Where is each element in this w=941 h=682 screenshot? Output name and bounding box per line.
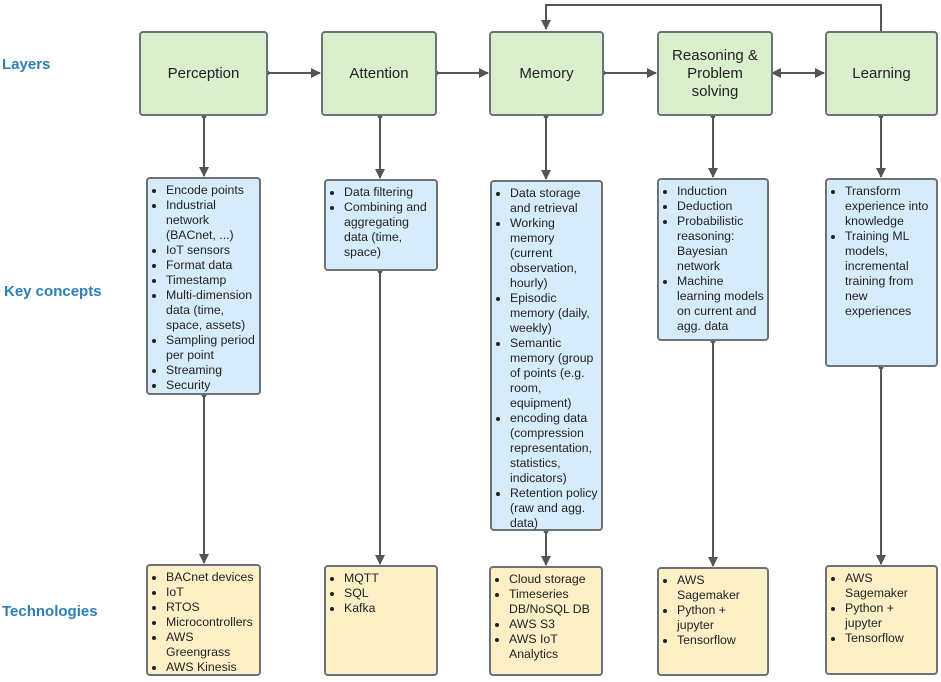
tech-reasoning: AWS Sagemaker Python + jupyter Tensorflo… <box>657 567 769 676</box>
concept-item: Encode points <box>166 183 257 198</box>
tech-item: AWS IoT Analytics <box>509 632 599 662</box>
concept-item: Timestamp <box>166 273 257 288</box>
row-label-layers: Layers <box>2 56 51 73</box>
tech-item: Tensorflow <box>845 631 934 646</box>
tech-memory: Cloud storage Timeseries DB/NoSQL DB AWS… <box>489 566 603 676</box>
tech-item: Tensorflow <box>677 633 765 648</box>
layer-perception-label: Perception <box>167 64 240 82</box>
concept-item: Industrial network (BACnet, ...) <box>166 198 257 243</box>
tech-item: Kafka <box>344 601 434 616</box>
concept-item: Semantic memory (group of points (e.g. r… <box>510 336 599 411</box>
tech-item: IoT <box>166 585 257 600</box>
tech-item: AWS S3 <box>509 617 599 632</box>
arrow-learning-memory-feedback <box>541 4 882 31</box>
layer-learning: Learning <box>825 31 938 116</box>
tech-item: Timeseries DB/NoSQL DB <box>509 587 599 617</box>
tech-item: BACnet devices <box>166 570 257 585</box>
concepts-attention: Data filtering Combining and aggregating… <box>324 179 438 271</box>
concept-item: encoding data (compression representatio… <box>510 411 599 486</box>
layer-perception: Perception <box>139 31 268 116</box>
concepts-perception: Encode points Industrial network (BACnet… <box>146 177 261 395</box>
concept-item: Transform experience into knowledge <box>845 184 934 229</box>
layer-attention: Attention <box>321 31 437 116</box>
concept-item: Combining and aggregating data (time, sp… <box>344 200 434 260</box>
tech-attention: MQTT SQL Kafka <box>324 565 438 676</box>
concept-item: IoT sensors <box>166 243 257 258</box>
concepts-memory: Data storage and retrieval Working memor… <box>490 180 603 531</box>
layer-reasoning: Reasoning & Problem solving <box>657 31 773 116</box>
concept-item: Sampling period per point <box>166 333 257 363</box>
concepts-learning: Transform experience into knowledge Trai… <box>825 178 938 367</box>
tech-item: AWS Sagemaker <box>845 571 934 601</box>
concept-item: Deduction <box>677 199 765 214</box>
layer-learning-label: Learning <box>852 64 911 82</box>
concept-item: Security <box>166 378 257 393</box>
concept-item: Working memory (current observation, hou… <box>510 216 599 291</box>
layer-reasoning-label: Reasoning & Problem solving <box>672 46 758 100</box>
tech-perception: BACnet devices IoT RTOS Microcontrollers… <box>146 564 261 676</box>
tech-item: AWS Sagemaker <box>677 573 765 603</box>
concepts-reasoning: Induction Deduction Probabilistic reason… <box>657 178 769 341</box>
concept-item: Format data <box>166 258 257 273</box>
concept-item: Probabilistic reasoning: Bayesian networ… <box>677 214 765 274</box>
layer-attention-label: Attention <box>349 64 409 82</box>
tech-item: Microcontrollers <box>166 615 257 630</box>
concept-item: Episodic memory (daily, weekly) <box>510 291 599 336</box>
layer-memory-label: Memory <box>519 64 574 82</box>
row-label-key-concepts: Key concepts <box>4 283 102 300</box>
tech-item: Cloud storage <box>509 572 599 587</box>
tech-item: Python + jupyter <box>677 603 765 633</box>
tech-learning: AWS Sagemaker Python + jupyter Tensorflo… <box>825 565 938 675</box>
tech-item: RTOS <box>166 600 257 615</box>
concept-item: Streaming <box>166 363 257 378</box>
concept-item: Data storage and retrieval <box>510 186 599 216</box>
tech-item: MQTT <box>344 571 434 586</box>
concept-item: Multi-dimension data (time, space, asset… <box>166 288 257 333</box>
tech-item: AWS Kinesis <box>166 660 257 675</box>
tech-item: Python + jupyter <box>845 601 934 631</box>
concept-item: Induction <box>677 184 765 199</box>
concept-item: Training ML models, incremental training… <box>845 229 934 319</box>
concept-item: Data filtering <box>344 185 434 200</box>
concept-item: Retention policy (raw and agg. data) <box>510 486 599 531</box>
concept-item: Machine learning models on current and a… <box>677 274 765 334</box>
tech-item: AWS Greengrass <box>166 630 257 660</box>
layer-memory: Memory <box>489 31 604 116</box>
tech-item: SQL <box>344 586 434 601</box>
row-label-technologies: Technologies <box>2 603 98 620</box>
